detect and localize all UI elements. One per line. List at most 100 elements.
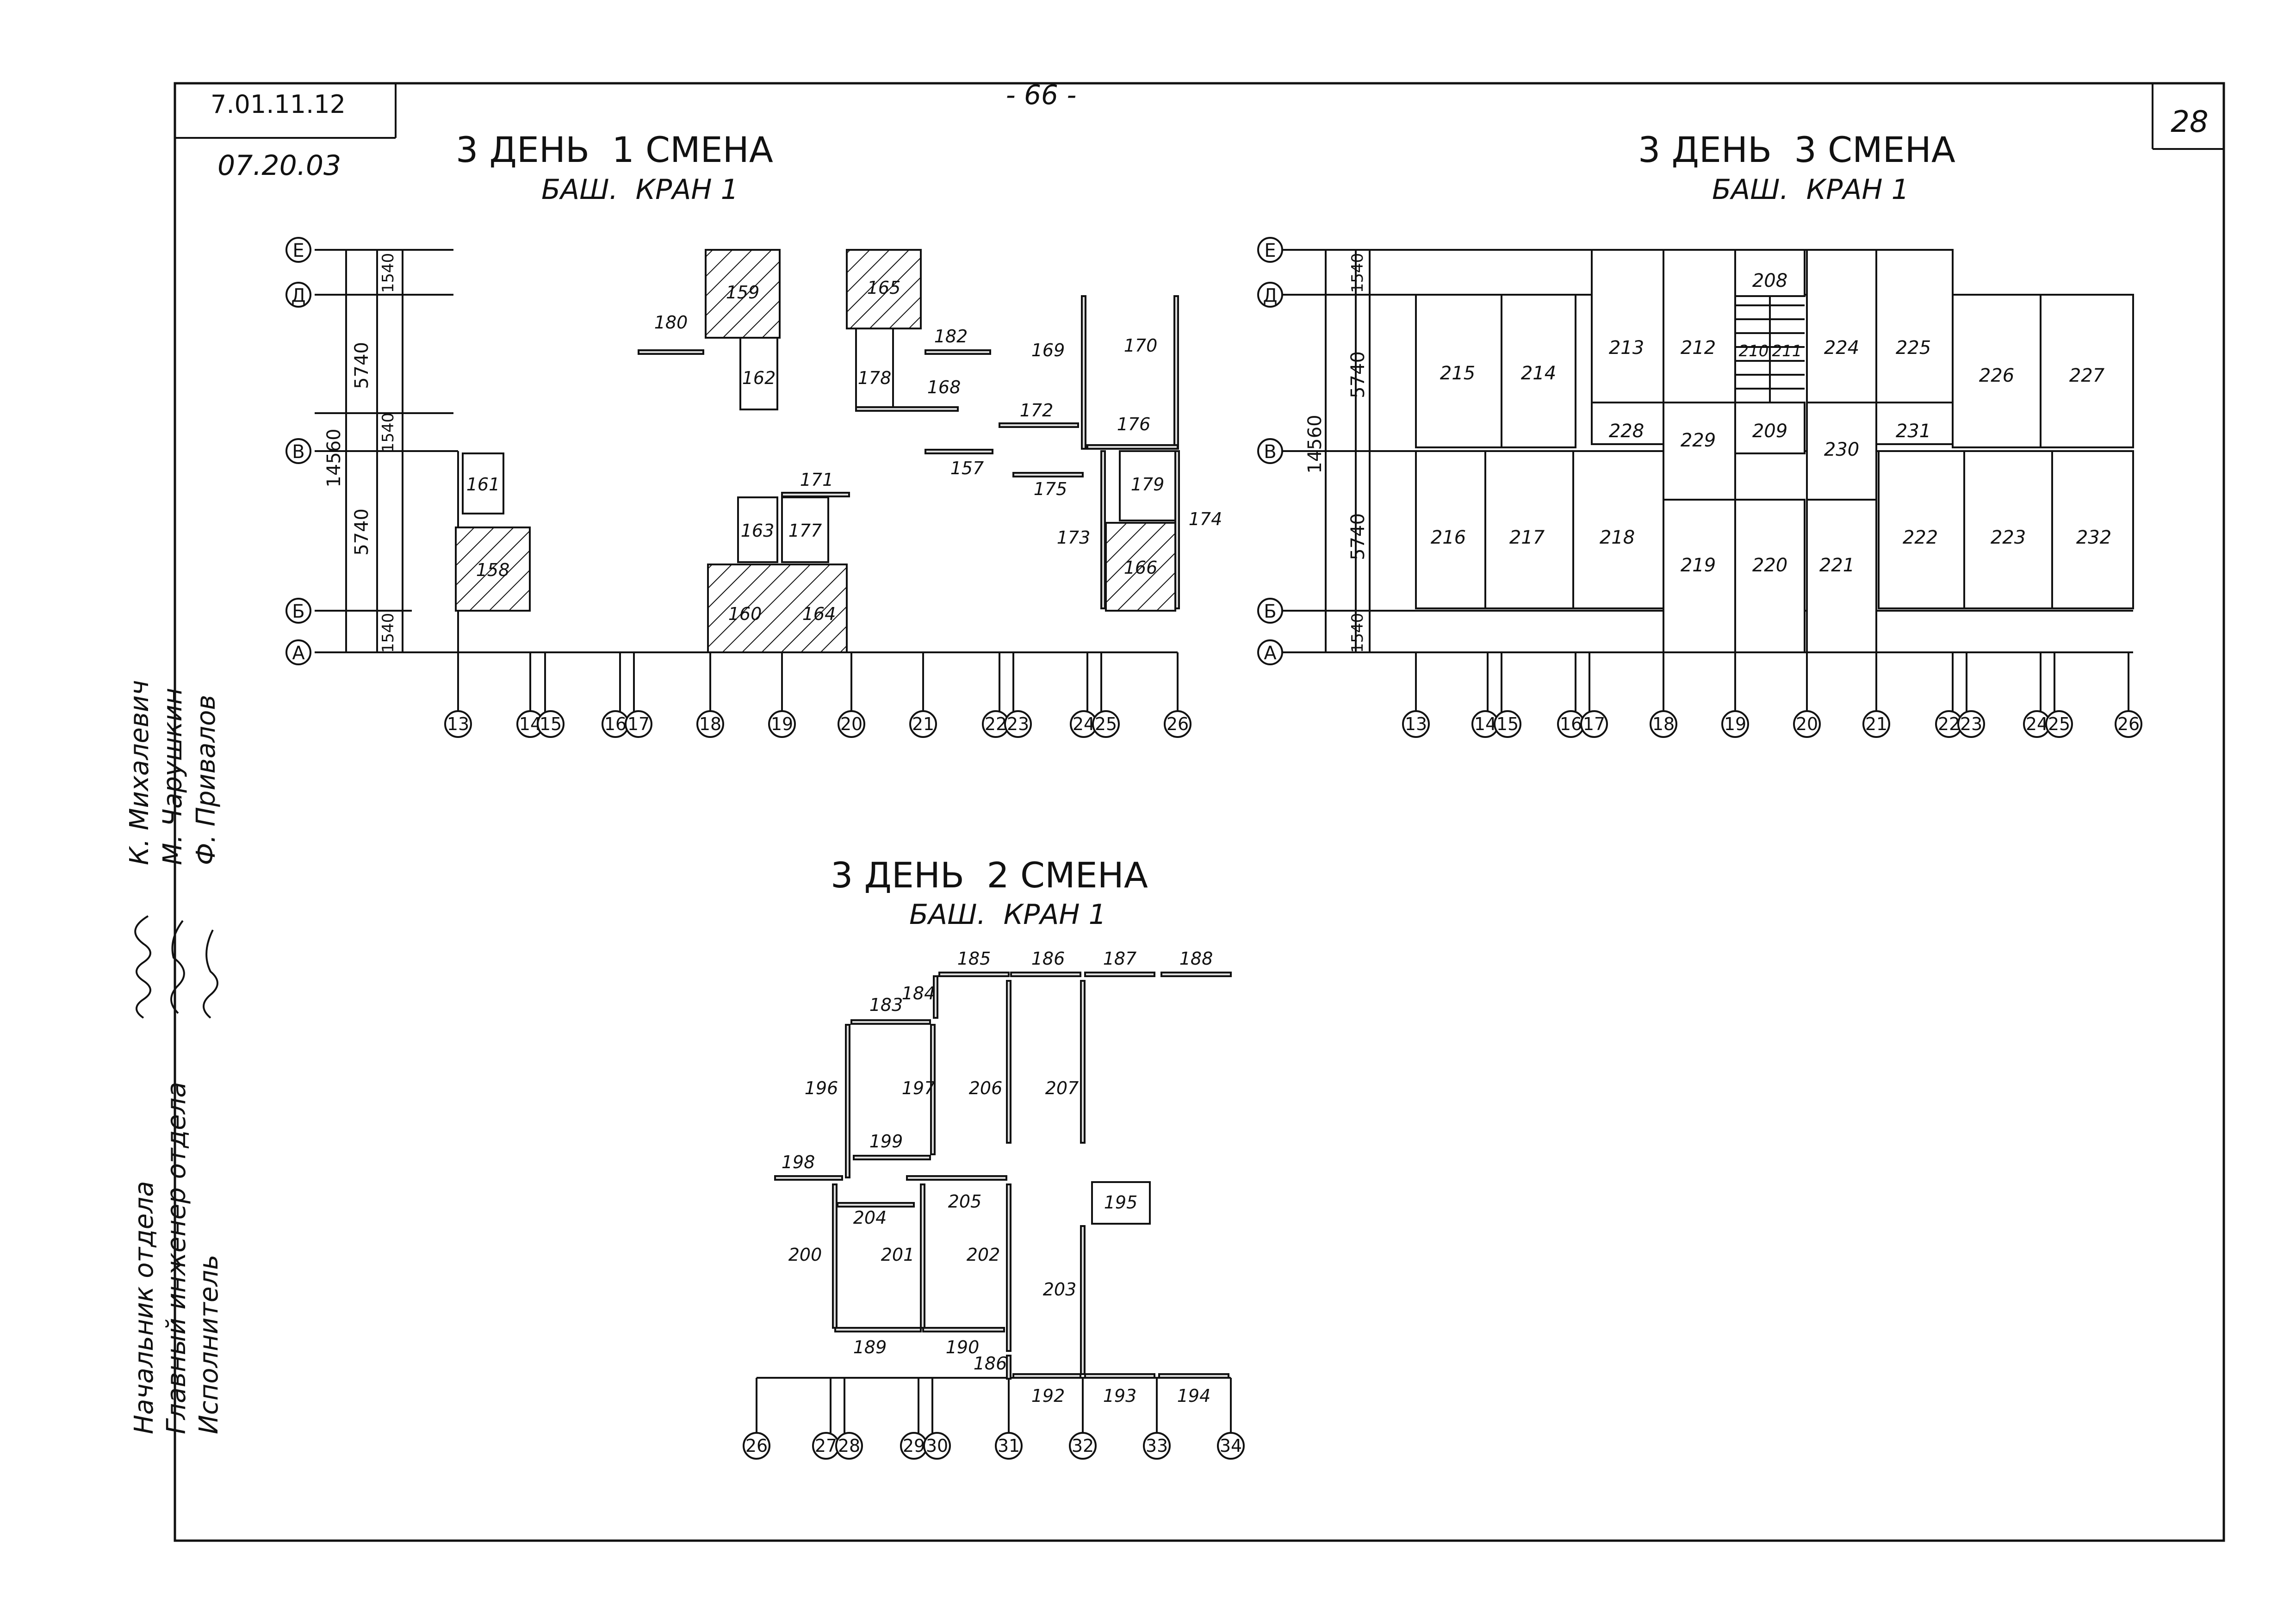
col-axis-label: 13 — [447, 714, 469, 734]
element-label: 189 — [853, 1337, 887, 1357]
element-label: 157 — [950, 458, 984, 478]
element-label: 187 — [1103, 948, 1137, 969]
element-label: 216 — [1431, 527, 1466, 548]
col-axis-label: 26 — [745, 1436, 768, 1456]
element-label: 195 — [1104, 1192, 1138, 1213]
panel-subtitle: БАШ. КРАН 1 — [1712, 173, 1909, 206]
row-axis-label: Д — [291, 285, 305, 306]
page-marker: - 66 - — [1006, 79, 1077, 111]
column-axes: 13 14 15 16 17 18 19 20 21 22 23 24 25 2… — [444, 710, 1191, 738]
dim-label: 5740 — [1347, 351, 1369, 398]
role-executor: Исполнитель — [194, 1255, 224, 1434]
col-axis-label: 26 — [1167, 714, 1189, 734]
element-label: 220 — [1752, 555, 1787, 576]
column-axes: 26 27 28 29 30 31 32 33 34 — [743, 1432, 1245, 1460]
precast-elements: 208 215 214 213 212 210 211 224 225 226 — [1415, 249, 2134, 653]
element-label: 207 — [1045, 1078, 1079, 1098]
row-axis-label: Д — [1263, 285, 1277, 306]
col-axis-label: 23 — [1960, 714, 1982, 734]
element-label: 213 — [1609, 337, 1644, 359]
element-label: 159 — [726, 282, 760, 303]
element-label: 171 — [800, 470, 834, 490]
col-axis-label: 27 — [815, 1436, 837, 1456]
dim-label: 14560 — [323, 428, 345, 487]
col-axis-label: 31 — [998, 1436, 1020, 1456]
panel-shift-1: 3 ДЕНЬ 1 СМЕНА БАШ. КРАН 1 — [285, 129, 1222, 738]
element-label: 202 — [967, 1245, 1000, 1265]
row-axis-label: Е — [1264, 240, 1276, 261]
column-axes: 13 14 15 16 17 18 19 20 21 22 23 24 25 2… — [1402, 710, 2142, 738]
role-head: Начальник отдела — [129, 1181, 159, 1434]
element-label: 186 — [1031, 948, 1065, 969]
element-label: 177 — [788, 520, 822, 541]
panel-title: 3 ДЕНЬ 3 СМЕНА — [1638, 129, 1955, 170]
name-executor: Ф. Привалов — [191, 695, 221, 865]
element-label: 197 — [902, 1078, 936, 1098]
element-label: 160 — [728, 604, 762, 624]
element-label: 193 — [1103, 1386, 1137, 1406]
col-axis-label: 22 — [985, 714, 1007, 734]
handwritten-signatures — [134, 915, 218, 1019]
col-axis-label: 15 — [540, 714, 562, 734]
element-label: 180 — [654, 312, 688, 333]
element-label: 201 — [881, 1245, 915, 1265]
element-label: 174 — [1189, 509, 1222, 529]
element-label: 163 — [741, 520, 775, 541]
col-axis-label: 15 — [1496, 714, 1519, 734]
panel-shift-3: 3 ДЕНЬ 3 СМЕНА БАШ. КРАН 1 — [1257, 129, 2142, 738]
col-axis-label: 25 — [1095, 714, 1117, 734]
element-label: 212 — [1681, 337, 1716, 359]
precast-elements: 159 165 180 182 162 178 168 169 170 172 … — [455, 249, 1222, 653]
col-axis-label: 28 — [838, 1436, 860, 1456]
col-axis-label: 32 — [1072, 1436, 1094, 1456]
element-label: 173 — [1057, 527, 1091, 548]
element-label: 185 — [957, 948, 991, 969]
sheet-code: 7.01.11.12 — [211, 90, 346, 119]
element-label: 211 — [1772, 342, 1802, 360]
element-label: 215 — [1440, 363, 1475, 384]
name-chief: М. Чарушкин — [158, 688, 188, 865]
panel-subtitle: БАШ. КРАН 1 — [909, 898, 1106, 931]
col-axis-label: 25 — [2048, 714, 2070, 734]
col-axis-label: 14 — [1474, 714, 1496, 734]
element-label: 168 — [927, 377, 961, 397]
element-label: 214 — [1521, 363, 1556, 384]
element-label: 223 — [1991, 527, 2026, 548]
col-axis-label: 16 — [604, 714, 627, 734]
element-label: 228 — [1609, 421, 1644, 442]
dim-label: 1540 — [379, 253, 397, 293]
col-axis-label: 19 — [1724, 714, 1746, 734]
row-axes: Е Д В Б А — [285, 237, 311, 665]
element-label: 172 — [1020, 400, 1054, 421]
element-label: 182 — [934, 326, 968, 347]
col-axis-label: 34 — [1220, 1436, 1242, 1456]
element-label: 200 — [788, 1245, 822, 1265]
element-label: 224 — [1824, 337, 1859, 359]
col-axis-label: 18 — [1652, 714, 1675, 734]
element-label: 179 — [1131, 474, 1165, 495]
row-axis-label: Б — [292, 601, 304, 622]
precast-elements: 185 186 187 188 184 183 196 197 206 207 … — [774, 948, 1232, 1406]
row-axis-label: Б — [1264, 601, 1276, 622]
name-head: К. Михалевич — [124, 680, 155, 865]
element-label: 178 — [858, 368, 892, 388]
element-label: 188 — [1179, 948, 1213, 969]
dim-label: 1540 — [379, 413, 397, 453]
stair-flight — [1735, 296, 1805, 403]
element-label: 210 — [1739, 342, 1769, 360]
element-label: 222 — [1903, 527, 1938, 548]
element-label: 225 — [1896, 337, 1931, 359]
dim-label: 5740 — [351, 342, 372, 389]
dim-label: 5740 — [351, 508, 372, 556]
role-chief: Главный инженер отдела — [161, 1082, 192, 1434]
element-label: 164 — [802, 604, 836, 624]
element-label: 203 — [1043, 1279, 1077, 1300]
dim-label: 5740 — [1347, 513, 1369, 560]
panel-shift-2: 3 ДЕНЬ 2 СМЕНА БАШ. КРАН 1 26 27 28 29 3… — [743, 855, 1245, 1460]
col-axis-label: 24 — [1073, 714, 1095, 734]
col-axis-label: 20 — [1796, 714, 1818, 734]
dim-label: 1540 — [1348, 253, 1367, 293]
element-label: 162 — [742, 368, 776, 388]
dim-label: 1540 — [1348, 613, 1367, 653]
